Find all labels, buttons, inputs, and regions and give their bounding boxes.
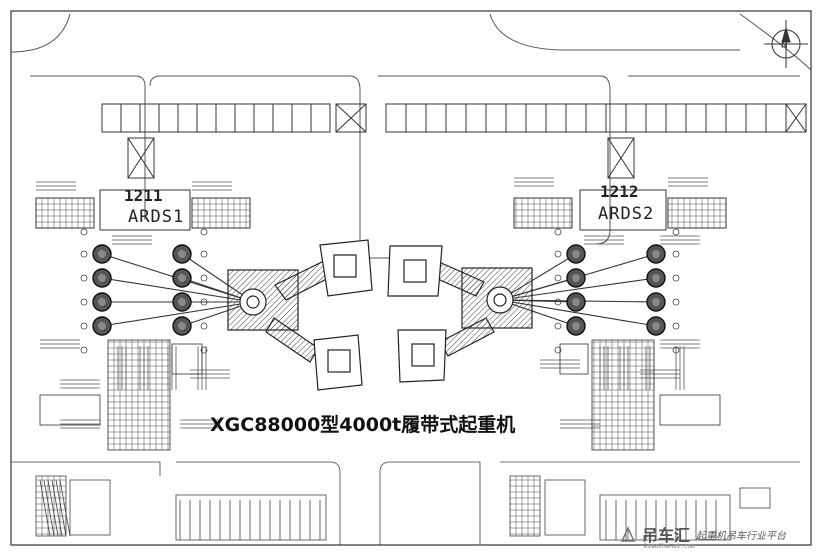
top-truss — [101, 103, 807, 133]
unit-2-name: ARDS2 — [598, 204, 655, 224]
reactor-core — [98, 298, 106, 306]
reactor-core — [652, 250, 660, 258]
reactor-core — [652, 322, 660, 330]
crane-caption: XGC88000型4000t履带式起重机 — [210, 414, 516, 436]
reactor-core — [652, 274, 660, 282]
reactor-core — [98, 274, 106, 282]
unit-1-name: ARDS1 — [128, 207, 185, 227]
reactor-core — [98, 322, 106, 330]
svg-text:N: N — [781, 41, 788, 51]
watermark-tagline: 起重机吊车行业平台 — [696, 530, 786, 542]
reactor-core — [572, 322, 580, 330]
reactor-core — [572, 298, 580, 306]
reactor-core — [178, 250, 186, 258]
watermark-brand: 吊车汇 — [641, 526, 690, 545]
watermark-domain: DiaoCheHui.com — [643, 543, 695, 550]
reactor-core — [178, 274, 186, 282]
watermark: 吊车汇 DiaoCheHui.com 起重机吊车行业平台 — [620, 522, 786, 550]
reactor-core — [98, 250, 106, 258]
columns — [127, 137, 635, 179]
reactor-vessels — [92, 244, 666, 336]
reactor-core — [652, 298, 660, 306]
drawing-frame — [10, 10, 812, 546]
reactor-core — [572, 274, 580, 282]
lower-structures — [39, 339, 721, 451]
reactor-core — [178, 298, 186, 306]
reactor-core — [572, 250, 580, 258]
grid-markers — [80, 228, 680, 354]
bottom-area — [11, 461, 800, 545]
crane-logo-icon — [620, 526, 636, 542]
unit-1-number: 1211 — [124, 186, 163, 205]
unit-2-number: 1212 — [600, 182, 639, 201]
crane-left — [227, 239, 373, 391]
north-arrow-icon: N — [764, 20, 808, 68]
equipment-blocks — [35, 189, 727, 231]
crane-right — [387, 245, 533, 383]
reactor-core — [178, 322, 186, 330]
